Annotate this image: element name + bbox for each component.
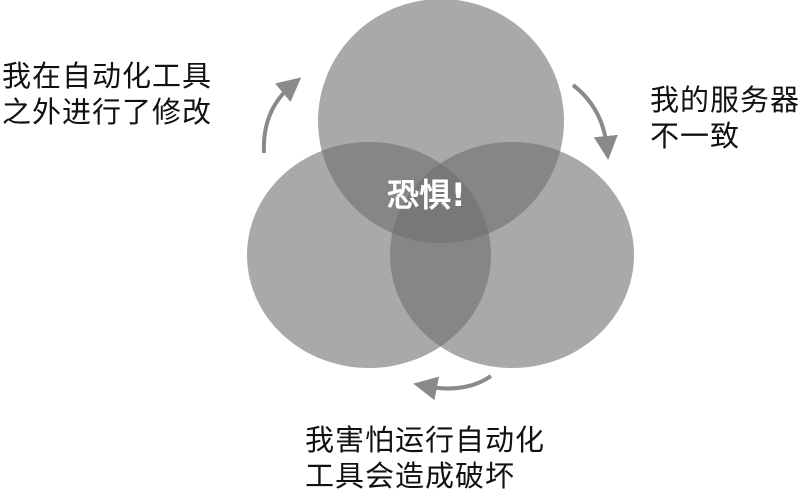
label-fear-of-running-line2: 工具会造成破坏 [305, 459, 516, 493]
label-manual-changes: 我在自动化工具 之外进行了修改 [2, 58, 212, 130]
label-servers-inconsistent-line1: 我的服务器 [650, 83, 801, 117]
center-label-fear: 恐惧! [387, 176, 466, 214]
cycle-arrow-right-icon [571, 83, 618, 160]
label-fear-of-running: 我害怕运行自动化 工具会造成破坏 [305, 422, 545, 494]
circle-right [390, 142, 634, 368]
circles-group [247, 0, 634, 368]
label-manual-changes-line1: 我在自动化工具 [2, 59, 213, 93]
cycle-arrow-bottom-icon [413, 374, 493, 401]
label-manual-changes-line2: 之外进行了修改 [2, 95, 213, 129]
label-servers-inconsistent: 我的服务器 不一致 [650, 82, 800, 154]
label-fear-of-running-line1: 我害怕运行自动化 [305, 423, 546, 457]
cycle-arrow-left-icon [261, 77, 302, 154]
label-servers-inconsistent-line2: 不一致 [650, 119, 741, 153]
